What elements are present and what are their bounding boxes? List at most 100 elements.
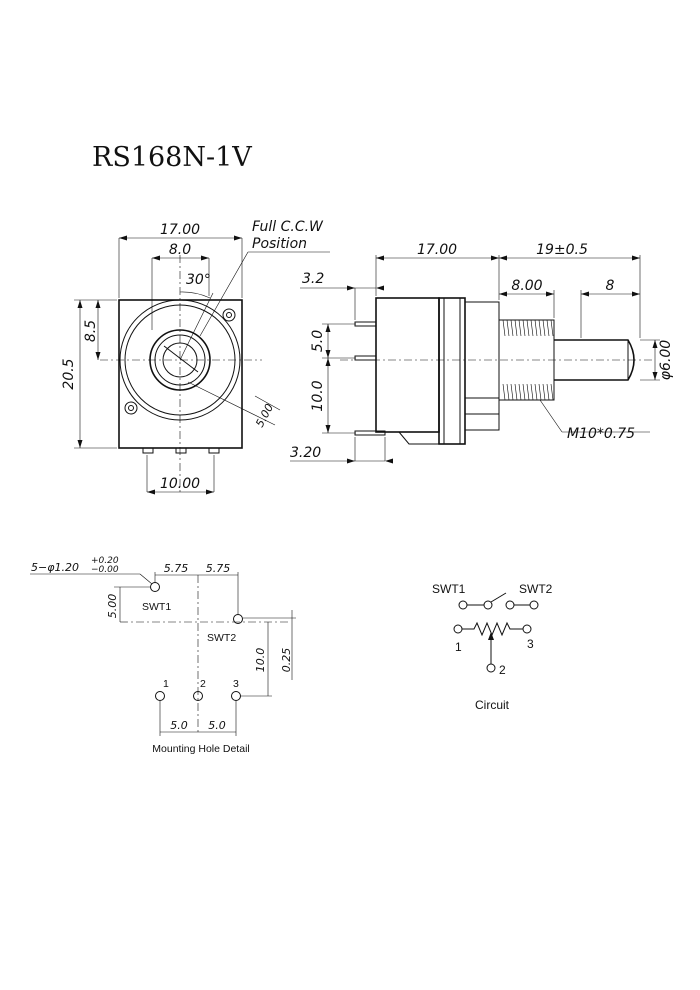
hole-pin1	[155, 691, 165, 701]
hole-swt2	[233, 614, 243, 624]
thread-mark	[502, 383, 506, 401]
circuit-diagram: SWT1 SWT2 1 3 2 Circuit	[432, 582, 553, 712]
dim-spacing-b: 5.75	[206, 562, 231, 575]
front-tab-middle	[175, 447, 187, 454]
angle-line	[179, 292, 214, 361]
thread-mark	[510, 383, 514, 401]
thread-mark	[506, 383, 510, 401]
thread-mark	[550, 319, 554, 337]
thread-mark	[542, 383, 546, 401]
dim-shaft-length: 19±0.5	[536, 242, 588, 258]
mount-pin1-label: 1	[163, 678, 169, 690]
dim-pin-offset-top: 3.2	[302, 271, 324, 287]
thread-mark	[514, 383, 518, 401]
front-shaft-flat	[163, 345, 199, 373]
dim-pin-gap-1: 5.0	[310, 330, 326, 352]
dim-pin-offset-bottom: 3.20	[290, 445, 321, 461]
thread-mark	[522, 383, 526, 401]
note-leader	[199, 251, 249, 337]
thread-mark	[550, 383, 554, 401]
circuit-caption: Circuit	[475, 698, 510, 712]
hole-spec: 5−φ1.20	[31, 561, 79, 574]
side-view: 17.00 19±0.5 8.00 8 3.2 5.0	[290, 242, 674, 464]
thread-mark	[530, 383, 534, 401]
circuit-swt2-label: SWT2	[519, 582, 553, 596]
hole-tol-minus: −0.00	[91, 565, 119, 575]
thread-mark	[530, 319, 534, 337]
switch-terminal-3	[505, 600, 515, 610]
thread-mark	[546, 319, 550, 337]
front-screw-top-right	[222, 308, 236, 322]
dim-pitch-b: 5.0	[208, 719, 226, 732]
thread-mark	[510, 319, 514, 337]
thread-mark	[542, 319, 546, 337]
switch-lever	[490, 592, 507, 603]
hole-tol-plus: +0.20	[91, 556, 119, 566]
dim-width-inner: 8.0	[169, 242, 191, 258]
thread-mark	[546, 383, 550, 401]
mount-swt1-label: SWT1	[142, 601, 171, 613]
circuit-swt1-label: SWT1	[432, 582, 466, 596]
front-view: 17.00 8.0 30° Full C.C.W Position 20.5 8…	[61, 219, 330, 495]
thread-mark	[518, 319, 522, 337]
thread-mark	[522, 319, 526, 337]
switch-terminal-1	[458, 600, 468, 610]
side-pin-middle	[354, 355, 377, 361]
angle-arc	[179, 291, 211, 299]
mounting-hole-detail: 5−φ1.20 +0.20 −0.00 5.75 5.75 5.00 SWT1 …	[30, 556, 296, 755]
thread-mark	[518, 383, 522, 401]
thread-marks	[502, 319, 554, 401]
dim-vertical-offset: 5.00	[106, 594, 119, 619]
note-full-ccw: Full C.C.W	[252, 219, 324, 235]
thread-mark	[534, 319, 538, 337]
dim-width-total: 17.00	[160, 222, 200, 238]
dim-height-total: 20.5	[61, 358, 77, 389]
thread-spec: M10*0.75	[567, 426, 635, 442]
circuit-pin1-label: 1	[455, 640, 462, 654]
side-pin-swt-top	[354, 321, 377, 327]
pot-terminal-1	[453, 624, 463, 634]
front-tab-left	[142, 447, 154, 454]
side-body-cover	[438, 297, 466, 445]
dim-flat-length: 8	[606, 278, 615, 294]
hole-pin3	[231, 691, 241, 701]
pot-terminal-3	[522, 624, 532, 634]
thread-mark	[526, 383, 530, 401]
dim-pitch-a: 5.0	[170, 719, 188, 732]
dim-shaft-diameter: φ6.00	[658, 340, 674, 381]
dim-body-length: 17.00	[417, 242, 457, 258]
mount-pin2-label: 2	[200, 678, 206, 690]
switch-terminal-2	[483, 600, 493, 610]
thread-leader	[539, 399, 563, 433]
mount-pin3-label: 3	[233, 678, 239, 690]
thread-mark	[534, 383, 538, 401]
dim-small-offset: 0.25	[280, 648, 293, 673]
thread-mark	[538, 383, 542, 401]
dim-spacing-a: 5.75	[164, 562, 189, 575]
mount-swt2-label: SWT2	[207, 632, 236, 644]
front-body-outline	[118, 299, 243, 449]
thread-mark	[502, 319, 506, 337]
switch-terminal-4	[529, 600, 539, 610]
dim-vertical-span: 10.0	[254, 648, 267, 673]
side-locating-lug	[464, 397, 500, 415]
dim-pin-gap-2: 10.0	[310, 380, 326, 411]
dim-pin-span: 10.00	[160, 476, 200, 492]
front-tab-right	[208, 447, 220, 454]
side-bushing-plate	[464, 301, 500, 431]
front-screw-bottom-left	[124, 401, 138, 415]
thread-mark	[526, 319, 530, 337]
thread-mark	[538, 319, 542, 337]
note-position: Position	[252, 236, 307, 252]
diameter-leader	[187, 381, 276, 426]
resistor	[462, 621, 523, 637]
side-bottom-clip	[398, 431, 439, 445]
dim-height-center: 8.5	[83, 320, 99, 342]
thread-mark	[514, 319, 518, 337]
pot-terminal-2	[486, 663, 496, 673]
thread-mark	[506, 319, 510, 337]
circuit-pin2-label: 2	[499, 663, 506, 677]
circuit-pin3-label: 3	[527, 637, 534, 651]
page-title: RS168N-1V	[92, 142, 252, 173]
